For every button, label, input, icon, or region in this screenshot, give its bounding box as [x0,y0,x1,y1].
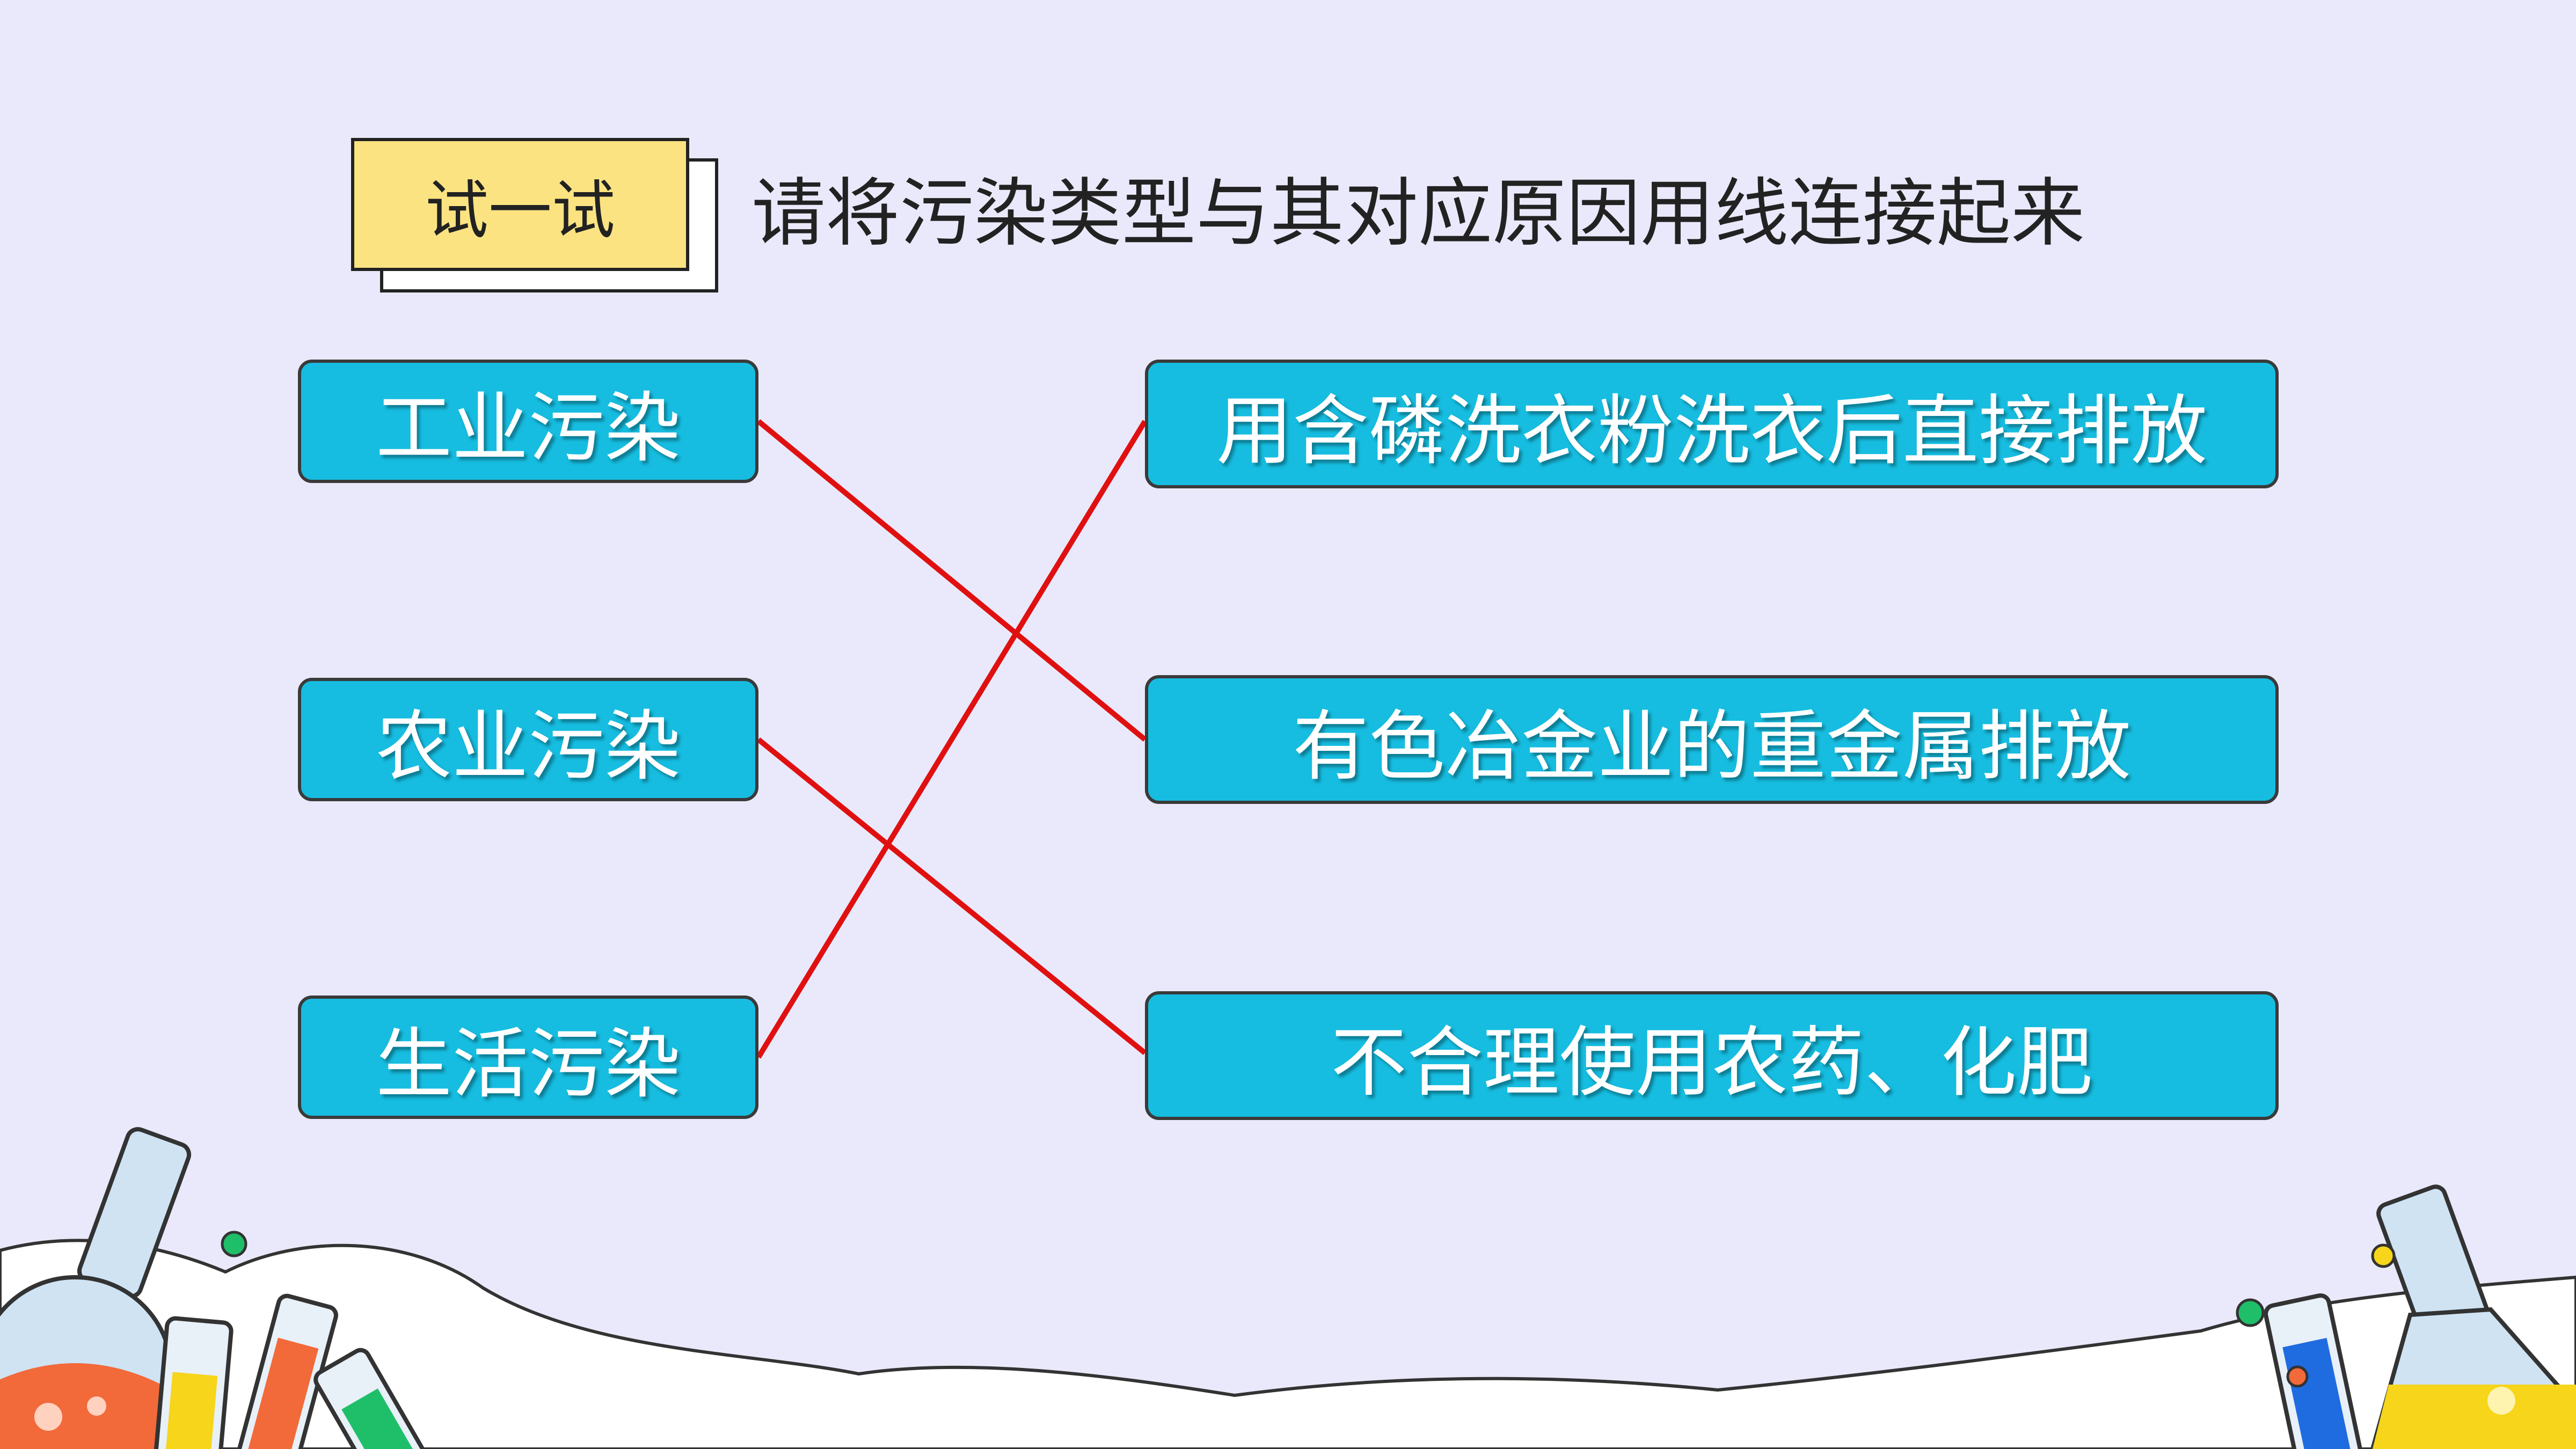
cause-heavy-metal-discharge[interactable]: 有色冶金业的重金属排放 [1145,675,2279,804]
bubble-icon [221,1231,247,1257]
instruction-title: 请将污染类型与其对应原因用线连接起来 [751,170,2085,257]
cause-phosphate-detergent[interactable]: 用含磷洗衣粉洗衣后直接排放 [1145,360,2279,488]
connector-line-domestic [756,420,1148,1059]
beaker-icon [2370,1184,2576,1449]
bubble-icon [2286,1365,2309,1388]
bubble-icon [2371,1243,2396,1268]
pollution-type-agricultural[interactable]: 农业污染 [298,678,758,801]
connector-line-agricultural [756,737,1147,1055]
connector-line-industrial [756,419,1147,742]
test-tube-icon [152,1293,433,1449]
bubble-icon [2236,1298,2265,1327]
flask-icon [0,1127,192,1449]
try-it-badge: 试一试 [351,138,689,271]
pollution-type-domestic[interactable]: 生活污染 [298,996,758,1119]
cause-pesticide-fertilizer[interactable]: 不合理使用农药、化肥 [1145,991,2279,1120]
cloud-shape [0,1239,2576,1449]
pollution-type-industrial[interactable]: 工业污染 [298,360,758,483]
